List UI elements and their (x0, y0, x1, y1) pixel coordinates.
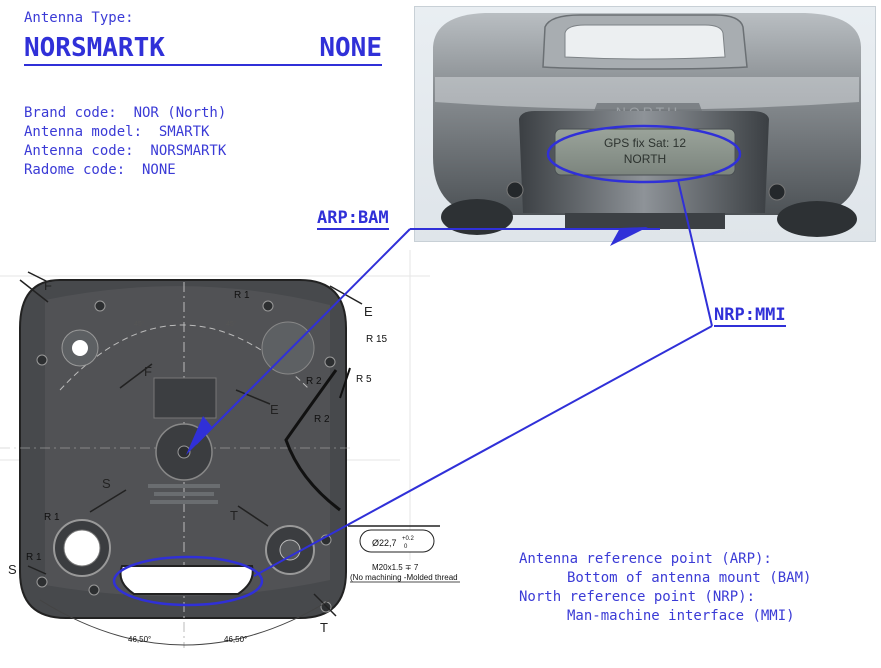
antenna-model-header: NORSMARTK NONE (24, 32, 382, 66)
section-mark-e-top: E (364, 304, 373, 319)
arp-arrowhead-drawing (186, 416, 213, 455)
radius-label: R 1 (44, 512, 60, 523)
section-mark-s-mid: S (102, 476, 111, 491)
angle-label: 46,50° (128, 635, 151, 644)
thread-spec: M20x1.5 ∓ 7 (372, 563, 419, 572)
thread-note: (No machining -Molded thread (350, 573, 458, 582)
radius-label: R 1 (234, 290, 250, 301)
angle-label: 46,50° (224, 635, 247, 644)
diameter-tolerance-zero: 0 (404, 544, 408, 550)
display-line-1: GPS fix Sat: 12 (604, 136, 686, 150)
antenna-name: NORSMARTK (24, 33, 165, 63)
section-mark-t-mid: T (230, 508, 238, 523)
angle-label: 45° (134, 320, 145, 328)
section-mark-e-mid: E (270, 402, 279, 417)
mmi-highlight-drawing (112, 555, 264, 607)
legend-nrp-title: North reference point (NRP): (519, 589, 756, 605)
antenna-code: Antenna code: NORSMARTK (24, 143, 227, 159)
legend-arp-value: Bottom of antenna mount (BAM) (567, 570, 812, 586)
radius-label: R 1 (26, 552, 42, 563)
angle-label: 45° (226, 320, 237, 328)
antenna-model: Antenna model: SMARTK (24, 124, 210, 140)
arp-arrowhead-photo (610, 227, 648, 246)
arp-leader-line (195, 228, 411, 445)
nrp-leader-line (677, 179, 713, 327)
nrp-leader-line (253, 325, 713, 577)
radius-label: R 2 (314, 414, 330, 425)
radius-label: R 15 (366, 334, 388, 345)
legend-nrp-value: Man-machine interface (MMI) (567, 608, 795, 624)
legend-arp-title: Antenna reference point (ARP): (519, 551, 772, 567)
arp-label: ARP:BAM (317, 208, 389, 230)
radius-label: R 2 (306, 376, 322, 387)
diameter-tolerance-plus: +0.2 (402, 536, 415, 542)
section-mark-s-bottom: S (8, 562, 17, 577)
mmi-highlight-photo (546, 124, 742, 184)
nrp-label: NRP:MMI (714, 305, 786, 327)
section-mark-f-mid: F (144, 364, 152, 379)
diameter-dimension: Ø22,7 (372, 538, 397, 548)
brand-code: Brand code: NOR (North) (24, 105, 227, 121)
section-mark-f-top: F (44, 278, 52, 293)
antenna-photo: NORTH GPS fix Sat: 12 NORTH (414, 6, 876, 242)
section-mark-t-bottom: T (320, 620, 328, 635)
radome-name: NONE (319, 33, 382, 63)
display-line-2: NORTH (624, 152, 666, 166)
radius-label: R 5 (356, 374, 372, 385)
radome-code: Radome code: NONE (24, 162, 176, 178)
antenna-type-label: Antenna Type: (24, 10, 134, 26)
